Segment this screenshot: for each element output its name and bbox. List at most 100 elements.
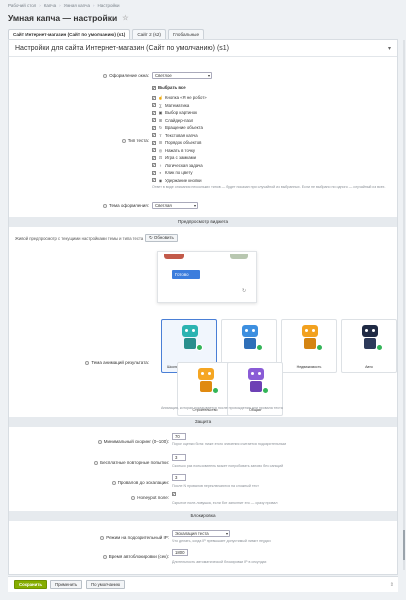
image-icon: ▣ bbox=[158, 110, 163, 115]
panel-header: Настройки для сайта Интернет-магазин (Са… bbox=[9, 40, 397, 57]
scrollbar-thumb[interactable] bbox=[403, 530, 405, 560]
robot-icon bbox=[180, 325, 203, 351]
refresh-button[interactable]: ↻ Обновить bbox=[145, 234, 178, 242]
test-type-item[interactable]: ✓∑Математика bbox=[152, 102, 190, 108]
breadcrumb-item[interactable]: Умная капча bbox=[63, 3, 90, 8]
star-icon[interactable]: ☆ bbox=[122, 15, 129, 22]
checkbox[interactable]: ✓ bbox=[152, 170, 156, 175]
breadcrumb-item[interactable]: Капча bbox=[43, 3, 57, 8]
checkbox[interactable]: ✓ bbox=[152, 155, 156, 160]
robot-icon bbox=[240, 325, 263, 351]
test-type-item[interactable]: ✓⊞Слайдер-пазл bbox=[152, 117, 194, 123]
help-icon[interactable] bbox=[102, 554, 107, 559]
tab-bar: Сайт Интернет-магазин (Сайт по умолчанию… bbox=[8, 29, 205, 39]
test-type-item[interactable]: ✓▣Выбор картинок bbox=[152, 110, 198, 115]
checkbox[interactable]: ✓ bbox=[172, 492, 176, 496]
checkbox[interactable]: ✓ bbox=[152, 148, 156, 152]
breadcrumb-separator: › bbox=[59, 3, 61, 8]
checkbox[interactable]: ✓ bbox=[152, 110, 156, 115]
test-type-item[interactable]: ✓☝Кнопка «Я не робот» bbox=[152, 95, 207, 100]
robot-icon bbox=[246, 368, 269, 394]
apply-button[interactable]: Применить bbox=[50, 580, 83, 589]
test-type-item[interactable]: ✓♀Логическая задача bbox=[152, 162, 203, 168]
refresh-icon: ↻ bbox=[149, 235, 154, 240]
page-title-row: Умная капча — настройки ☆ bbox=[8, 13, 128, 23]
help-icon[interactable] bbox=[97, 439, 102, 444]
free-attempts-label: Бесплатные повторные попытки: bbox=[39, 460, 169, 465]
drag-handle-icon[interactable]: ⇕ bbox=[389, 582, 394, 588]
protection-section-header: Защита bbox=[9, 417, 397, 427]
help-icon[interactable] bbox=[103, 203, 108, 208]
free-attempts-input[interactable]: 3 bbox=[172, 454, 186, 461]
theme-label: Тема оформления: bbox=[39, 203, 149, 208]
puzzle-icon: ⊞ bbox=[158, 117, 163, 123]
animation-option-construction[interactable]: Строительство bbox=[177, 362, 233, 416]
help-icon[interactable] bbox=[121, 138, 126, 143]
math-icon: ∑ bbox=[159, 102, 162, 108]
robot-icon bbox=[196, 368, 219, 394]
order-icon: ☰ bbox=[158, 140, 163, 145]
suspicious-mode-label: Режим на подозрительный IP: bbox=[39, 535, 169, 540]
preview-note: Живой предпросмотр с текущими настройкам… bbox=[15, 236, 144, 241]
window-design-select[interactable]: Светлое bbox=[152, 72, 212, 79]
honeypot-checkbox[interactable]: ✓ bbox=[172, 492, 176, 496]
suspicious-mode-note: Что делать, когда IP превышает допустимы… bbox=[172, 539, 271, 543]
fails-escalation-note: После N провалов переключаются на сложны… bbox=[172, 484, 259, 488]
help-icon[interactable] bbox=[94, 460, 99, 465]
default-button[interactable]: По умолчанию bbox=[86, 580, 126, 589]
tab-site-s2[interactable]: Сайт 2 (s2) bbox=[132, 29, 166, 39]
test-type-item[interactable]: ✓↻Вращение объекта bbox=[152, 125, 203, 130]
preview-reload-icon[interactable]: ↻ bbox=[242, 288, 247, 294]
checkbox[interactable]: ✓ bbox=[152, 85, 156, 90]
checkbox[interactable]: ✓ bbox=[152, 163, 156, 167]
pointer-icon: ☝ bbox=[158, 95, 163, 100]
breadcrumb-separator: › bbox=[92, 3, 95, 8]
test-type-item[interactable]: ✓☰Порядок объектов bbox=[152, 140, 202, 145]
collapse-chevron-icon[interactable]: ▾ bbox=[387, 46, 391, 52]
help-icon[interactable] bbox=[85, 360, 90, 365]
help-icon[interactable] bbox=[100, 535, 105, 540]
test-type-item[interactable]: ✓◐Клик по цвету bbox=[152, 170, 193, 175]
checkbox[interactable]: ✓ bbox=[152, 95, 156, 100]
theme-select[interactable]: Светлая bbox=[152, 202, 198, 209]
scrollbar[interactable] bbox=[403, 40, 405, 570]
footer-bar: Сохранить Применить По умолчанию ⇕ bbox=[8, 576, 398, 592]
min-score-note: Порог оценки бота: ниже этого значения с… bbox=[172, 442, 286, 446]
fails-escalation-input[interactable]: 3 bbox=[172, 474, 186, 481]
window-design-label: Оформление окна: bbox=[39, 73, 149, 78]
robot-icon bbox=[300, 325, 323, 351]
preview-done-button[interactable]: Готово bbox=[172, 270, 200, 279]
suspicious-mode-select[interactable]: Эскалация теста bbox=[172, 530, 230, 537]
checkbox[interactable]: ✓ bbox=[152, 178, 156, 182]
save-button[interactable]: Сохранить bbox=[14, 580, 48, 589]
text-icon: T bbox=[159, 132, 162, 138]
checkbox[interactable]: ✓ bbox=[152, 140, 156, 145]
animation-option-general[interactable]: Общая bbox=[227, 362, 283, 416]
tab-site-s1[interactable]: Сайт Интернет-магазин (Сайт по умолчанию… bbox=[8, 29, 131, 39]
checkbox[interactable]: ✓ bbox=[152, 133, 156, 137]
breadcrumb: Рабочий стол› Капча› Умная капча› Настро… bbox=[8, 3, 120, 8]
min-score-input[interactable]: 70 bbox=[172, 433, 186, 440]
animation-option-realty[interactable]: Недвижимость bbox=[281, 319, 337, 373]
test-type-item[interactable]: ✓◉Удержание кнопки bbox=[152, 177, 202, 183]
preview-image-tile bbox=[164, 254, 184, 259]
panel-title: Настройки для сайта Интернет-магазин (Са… bbox=[15, 45, 230, 52]
checkbox[interactable]: ✓ bbox=[152, 125, 156, 130]
tab-global[interactable]: Глобальные bbox=[167, 29, 205, 39]
help-icon[interactable] bbox=[131, 495, 136, 500]
preview-image-tile bbox=[230, 254, 248, 259]
test-type-item[interactable]: ✓◎Нажать в точку bbox=[152, 147, 196, 153]
autoblock-input[interactable]: 1800 bbox=[172, 549, 188, 556]
animation-option-auto[interactable]: Авто bbox=[341, 319, 397, 373]
select-all-checkbox[interactable]: ✓Выбрать все bbox=[152, 85, 186, 90]
checkbox[interactable]: ✓ bbox=[152, 103, 156, 107]
fails-escalation-label: Провалов до эскалации: bbox=[39, 480, 169, 485]
robot-icon bbox=[360, 325, 383, 351]
test-type-item[interactable]: ✓⊡Игра с замками bbox=[152, 155, 197, 160]
help-icon[interactable] bbox=[111, 480, 116, 485]
help-icon[interactable] bbox=[103, 73, 108, 78]
breadcrumb-item[interactable]: Рабочий стол bbox=[8, 3, 37, 8]
target-icon: ◎ bbox=[158, 147, 163, 153]
checkbox[interactable]: ✓ bbox=[152, 118, 156, 122]
